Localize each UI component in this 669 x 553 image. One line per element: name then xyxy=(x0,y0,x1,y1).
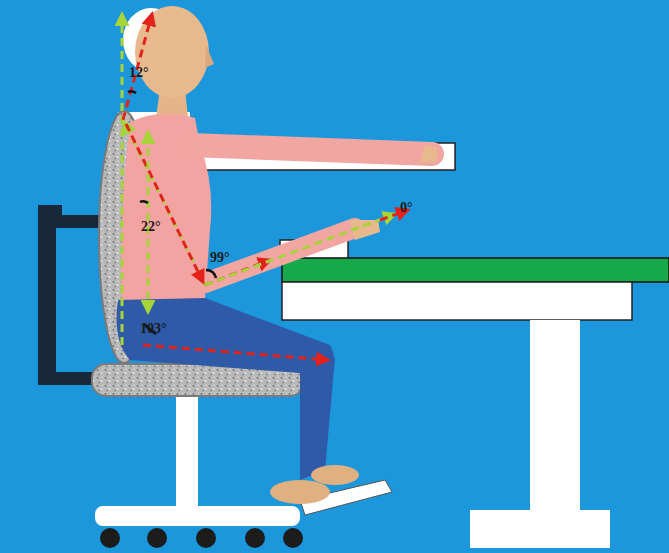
angle-label: 99° xyxy=(210,251,230,265)
angle-lines xyxy=(122,14,408,360)
wheel xyxy=(283,528,303,548)
chair-frame xyxy=(38,205,100,385)
wheel xyxy=(196,528,216,548)
head xyxy=(135,6,209,98)
angle-arcs xyxy=(128,91,216,334)
desk-leg xyxy=(530,320,580,510)
angle-arc xyxy=(128,91,136,93)
wheel xyxy=(147,528,167,548)
angle-label: 0° xyxy=(400,201,413,215)
raised-arm xyxy=(190,145,432,154)
vertical-reference xyxy=(121,14,124,345)
chair-column xyxy=(176,392,198,508)
forearm-ref xyxy=(205,214,395,285)
foot xyxy=(270,480,330,504)
angle-label: 12° xyxy=(129,66,149,80)
wheel xyxy=(245,528,265,548)
chair-base xyxy=(95,506,300,526)
desk-foot xyxy=(470,510,610,548)
upper-arm-line xyxy=(126,124,203,282)
angle-label: 22° xyxy=(141,220,161,234)
head-line xyxy=(123,14,152,120)
hand xyxy=(420,145,437,162)
desk-panel xyxy=(282,282,632,320)
upper-shelf xyxy=(190,143,455,170)
chair-wheels xyxy=(100,528,303,548)
desk-top xyxy=(282,258,669,282)
foot xyxy=(311,465,359,485)
angle-arc xyxy=(206,270,216,278)
thigh-line xyxy=(143,345,328,360)
upper-arm-ref xyxy=(124,122,205,285)
lower-leg xyxy=(300,350,335,480)
angle-arc xyxy=(140,201,148,203)
nose xyxy=(205,45,214,68)
wheel xyxy=(100,528,120,548)
angle-label: 103° xyxy=(140,322,167,336)
